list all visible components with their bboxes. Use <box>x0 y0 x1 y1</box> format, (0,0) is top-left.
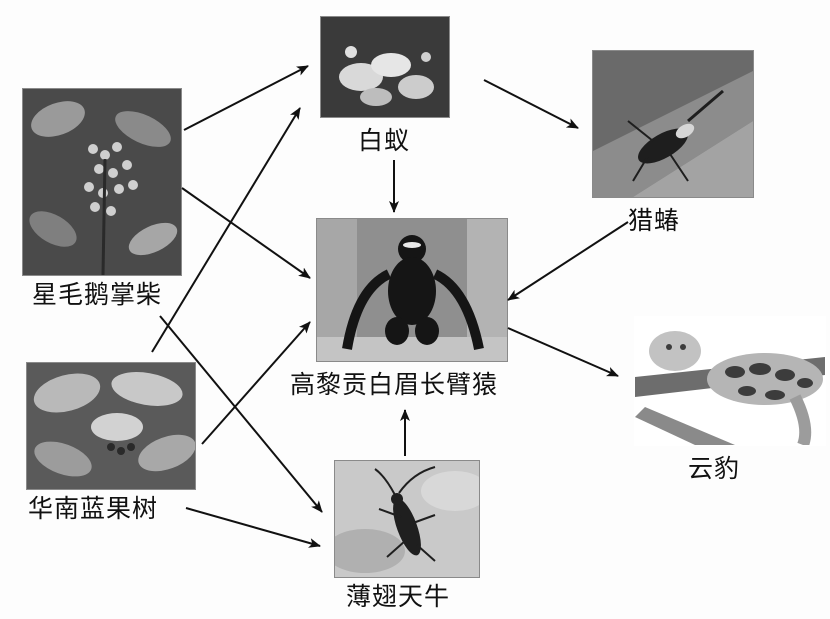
termite-photo <box>320 16 450 118</box>
arrow-termite-to-assassin-bug <box>484 80 578 128</box>
assassin-bug-photo <box>592 50 754 198</box>
gibbon-photo <box>316 218 508 362</box>
longhorn-label: 薄翅天牛 <box>346 584 450 609</box>
assassin-bug-label: 猎蝽 <box>628 208 680 233</box>
arrow-blueberry-to-longhorn <box>186 508 320 546</box>
schefflera-plant-photo <box>22 88 182 276</box>
gibbon-label: 高黎贡白眉长臂猿 <box>290 372 498 397</box>
blueberry-tree-photo <box>26 362 196 490</box>
arrow-schefflera-to-termite <box>184 66 308 130</box>
arrow-assassin-bug-to-gibbon <box>508 222 628 300</box>
clouded-leopard-photo <box>634 316 826 446</box>
leopard-label: 云豹 <box>688 456 740 481</box>
longhorn-beetle-photo <box>334 460 480 578</box>
arrow-gibbon-to-leopard <box>508 328 618 376</box>
schefflera-label: 星毛鹅掌柴 <box>32 282 162 307</box>
termite-label: 白蚁 <box>358 128 410 153</box>
arrow-schefflera-to-gibbon <box>182 188 310 278</box>
blueberry-tree-label: 华南蓝果树 <box>28 496 158 521</box>
